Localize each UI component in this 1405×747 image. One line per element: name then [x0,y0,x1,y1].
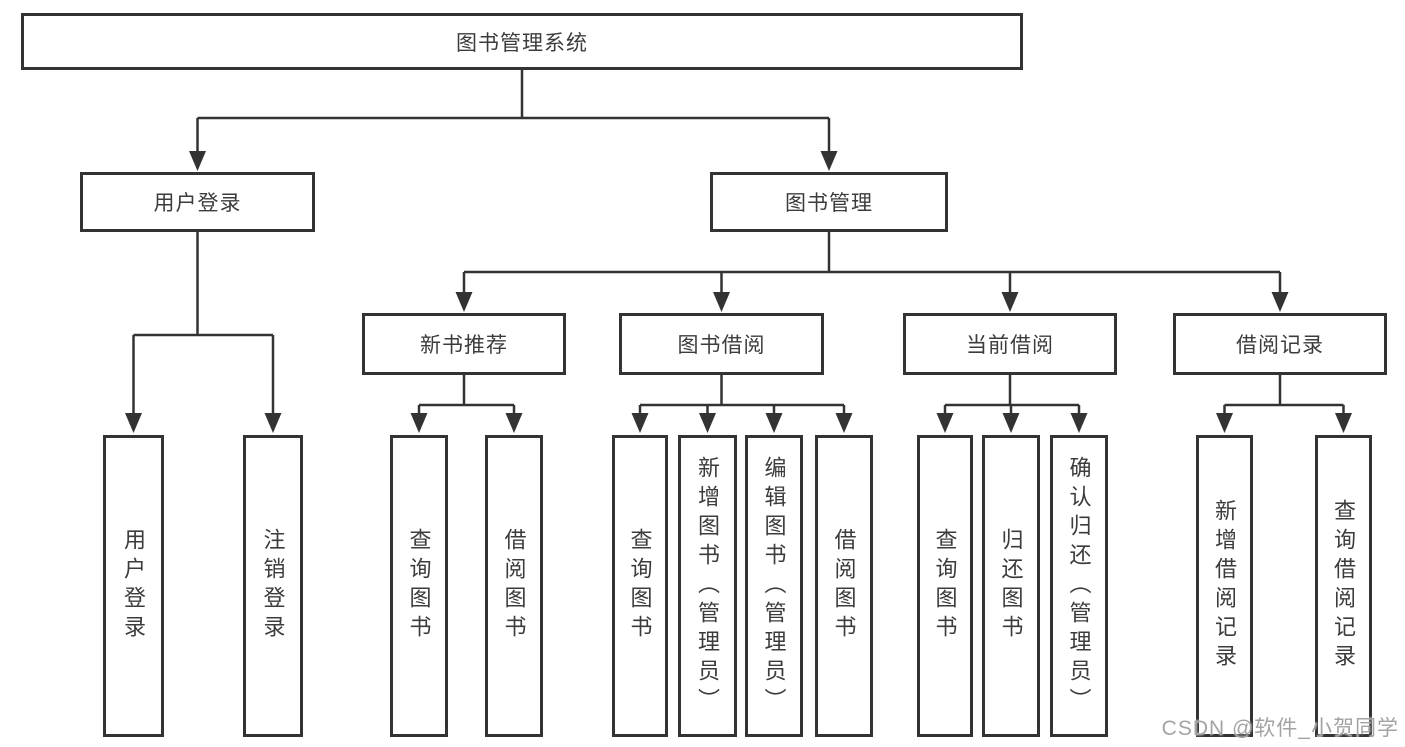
node-user-login: 用户登录 [80,172,315,232]
node-leaf-cb-confirm-return-admin: 确认归还（管理员） [1050,435,1108,737]
node-leaf-bb-add-books-admin: 新增图书（管理员） [678,435,737,737]
node-label: 查询图书 [932,528,958,644]
node-label: 查询借阅记录 [1331,499,1357,673]
node-label: 新书推荐 [420,334,508,357]
node-borrow-records: 借阅记录 [1173,313,1387,375]
node-label: 图书管理 [785,192,873,215]
node-leaf-cb-return-books: 归还图书 [982,435,1040,737]
node-leaf-br-add-record: 新增借阅记录 [1196,435,1253,737]
node-leaf-logout: 注销登录 [243,435,303,737]
node-label: 查询图书 [406,528,432,644]
node-leaf-bb-edit-books-admin: 编辑图书（管理员） [745,435,803,737]
node-book-management: 图书管理 [710,172,948,232]
node-label: 图书借阅 [677,334,766,357]
node-leaf-bb-query-books: 查询图书 [612,435,668,737]
node-book-borrow: 图书借阅 [619,313,824,375]
node-leaf-nbr-borrow-books: 借阅图书 [485,435,543,737]
node-label: 当前借阅 [966,334,1054,357]
node-leaf-bb-borrow-books: 借阅图书 [815,435,873,737]
node-label: 图书管理系统 [456,31,588,55]
node-label: 归还图书 [998,528,1024,644]
node-label: 用户登录 [153,192,242,215]
node-new-book-recommend: 新书推荐 [362,313,566,375]
node-label: 借阅图书 [831,528,857,644]
node-label: 新增借阅记录 [1212,499,1238,673]
node-label: 确认归还（管理员） [1066,455,1092,717]
node-leaf-nbr-query-books: 查询图书 [390,435,448,737]
node-label: 编辑图书（管理员） [761,455,787,717]
node-label: 借阅图书 [501,528,527,644]
node-label: 注销登录 [260,528,286,644]
node-leaf-cb-query-books: 查询图书 [917,435,973,737]
node-leaf-br-query-record: 查询借阅记录 [1315,435,1372,737]
node-current-borrow: 当前借阅 [903,313,1117,375]
node-leaf-user-login: 用户登录 [103,435,164,737]
node-root: 图书管理系统 [21,13,1023,70]
node-label: 查询图书 [627,528,653,644]
watermark: CSDN @软件_小贺同学 [1161,717,1399,740]
node-label: 用户登录 [121,528,147,644]
node-label: 借阅记录 [1236,334,1324,357]
node-label: 新增图书（管理员） [695,455,721,717]
